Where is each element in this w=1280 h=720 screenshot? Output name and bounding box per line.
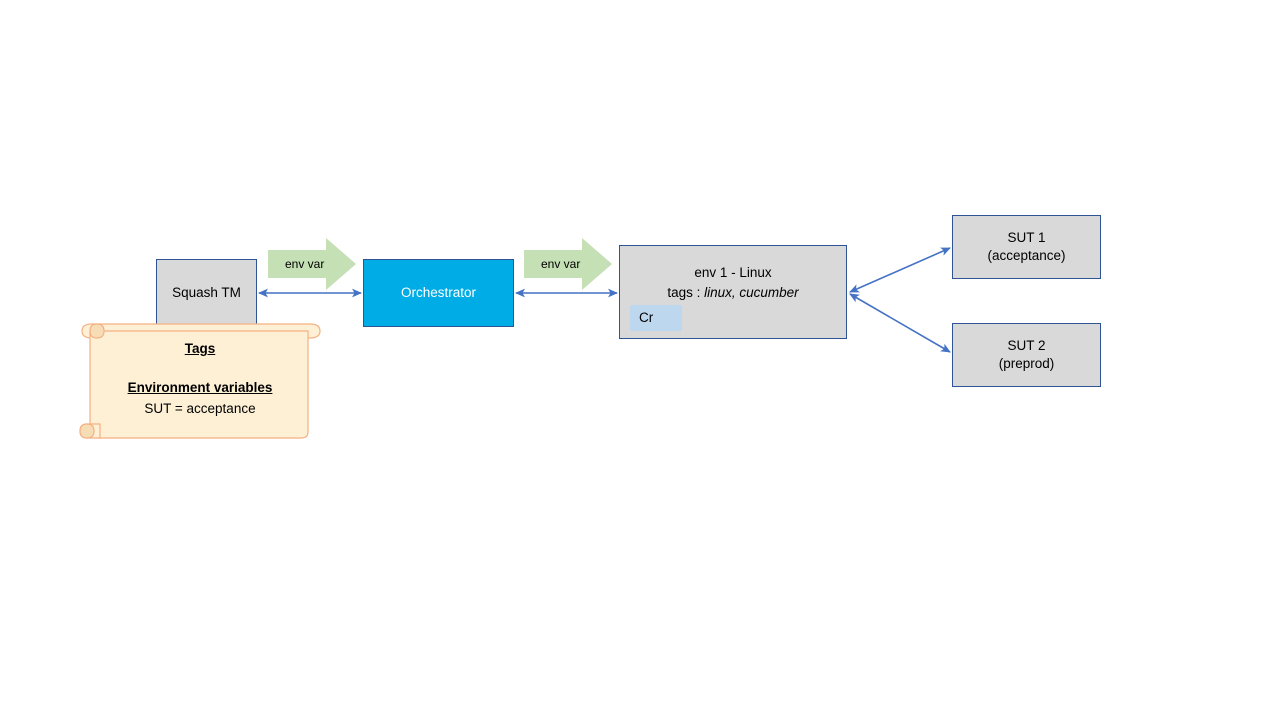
environment-tags-line: tags : linux, cucumber <box>620 283 846 303</box>
block-arrow-env-var-1: env var <box>268 238 356 290</box>
block-arrow-shape <box>268 238 356 290</box>
node-sut-2-subtitle: (preprod) <box>998 356 1055 371</box>
node-squash-tm[interactable]: Squash TM <box>156 259 257 327</box>
node-sut-1[interactable]: SUT 1 (acceptance) <box>952 215 1101 279</box>
node-orchestrator-label: Orchestrator <box>400 285 477 301</box>
node-sut-2-title: SUT 2 <box>1007 338 1046 354</box>
node-squash-tm-label: Squash TM <box>172 285 241 301</box>
note-heading-environment-variables: Environment variables <box>127 379 273 395</box>
connector-environment-sut2 <box>849 293 951 353</box>
environment-text-block: env 1 - Linux tags : linux, cucumber <box>620 263 846 302</box>
scroll-shape-svg <box>79 323 321 439</box>
node-environment-1[interactable]: env 1 - Linux tags : linux, cucumber Cr <box>619 245 847 339</box>
node-sut-1-title: SUT 1 <box>1007 230 1046 246</box>
note-content: Tags Environment variables SUT = accepta… <box>90 340 310 419</box>
block-arrow-label: env var <box>285 257 325 271</box>
note-scroll-shape <box>78 322 324 440</box>
environment-name: env 1 - Linux <box>694 265 772 280</box>
block-arrow-env-var-2: env var <box>524 238 612 290</box>
node-sut-2[interactable]: SUT 2 (preprod) <box>952 323 1101 387</box>
connector-environment-sut1 <box>849 247 951 293</box>
block-arrow-label: env var <box>541 257 581 271</box>
note-spacer <box>90 361 310 379</box>
node-orchestrator[interactable]: Orchestrator <box>363 259 514 327</box>
block-arrow-shape <box>524 238 612 290</box>
environment-tags-value: linux, cucumber <box>704 284 799 300</box>
note-value-sut: SUT = acceptance <box>144 400 256 416</box>
node-sut-1-subtitle: (acceptance) <box>987 248 1066 263</box>
environment-tags-label: tags : <box>667 284 701 300</box>
note-heading-tags: Tags <box>184 341 216 356</box>
environment-chip-cr[interactable]: Cr <box>630 305 682 331</box>
environment-chip-label: Cr <box>639 310 654 326</box>
